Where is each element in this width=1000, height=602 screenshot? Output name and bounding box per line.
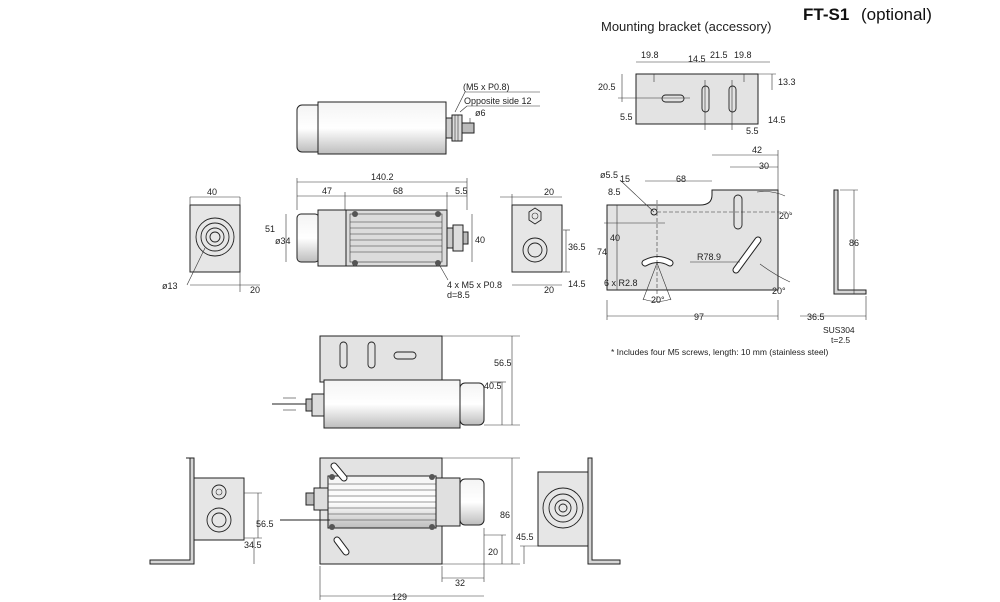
at-565: 56.5 (494, 358, 512, 368)
material-name: SUS304 (823, 325, 855, 335)
bf-15: 15 (620, 174, 630, 184)
thread-label: (M5 x P0.8) (463, 82, 510, 92)
model-title: FT-S1 (803, 5, 849, 24)
bf-85: 8.5 (608, 187, 621, 197)
end-width-40: 40 (207, 187, 217, 197)
bracket-side-view: 86 36.5 SUS304 t=2.5 (800, 189, 867, 345)
bf-holes: 6 x R2.8 (604, 278, 638, 288)
ar-455: 45.5 (516, 532, 534, 542)
bt-198b: 19.8 (734, 50, 752, 60)
bt-145: 14.5 (688, 54, 706, 64)
sensor-top-view: (M5 x P0.8) Opposite side 12 ø6 (296, 82, 540, 155)
bf-r789: R78.9 (697, 252, 721, 262)
bf-a20a: 20° (779, 211, 793, 221)
holes-line2: d=8.5 (447, 290, 470, 300)
side-20a: 20 (544, 187, 554, 197)
bracket-header: Mounting bracket (accessory) (601, 19, 772, 34)
bf-55: ø5.5 (600, 170, 618, 180)
assembly-left-view: 56.5 34.5 (149, 457, 274, 565)
sensor-length-140: 140.2 (371, 172, 394, 182)
bf-a20c: 20° (651, 295, 665, 305)
bf-42: 42 (752, 145, 762, 155)
bf-a20b: 20° (772, 286, 786, 296)
bt-215: 21.5 (710, 50, 728, 60)
side-365: 36.5 (568, 242, 586, 252)
bf-40: 40 (610, 233, 620, 243)
bracket-note: * Includes four M5 screws, length: 10 mm… (611, 347, 828, 357)
holes-line1: 4 x M5 x P0.8 (447, 280, 502, 290)
assembly-right-view: 45.5 (516, 457, 621, 565)
sensor-d55: 5.5 (455, 186, 468, 196)
assembly-front-view: 86 20 32 129 (280, 457, 520, 602)
material-thickness: t=2.5 (831, 335, 850, 345)
bs-365: 36.5 (807, 312, 825, 322)
at-405: 40.5 (484, 381, 502, 391)
bt-133: 13.3 (778, 77, 796, 87)
end-dia-13: ø13 (162, 281, 178, 291)
sensor-d68: 68 (393, 186, 403, 196)
bf-97: 97 (694, 312, 704, 322)
sensor-side-view: 20 36.5 14.5 20 (500, 187, 586, 295)
bt-145r: 14.5 (768, 115, 786, 125)
af-86: 86 (500, 510, 510, 520)
af-129: 129 (392, 592, 407, 602)
sensor-front-view: 140.2 47 68 5.5 51 ø34 40 4 x M5 x P0.8 … (265, 172, 502, 300)
af-32: 32 (455, 578, 465, 588)
side-145: 14.5 (568, 279, 586, 289)
cable-dia-label: ø6 (475, 108, 486, 118)
end-20: 20 (250, 285, 260, 295)
assembly-top-view: 56.5 40.5 (272, 335, 520, 429)
bf-68: 68 (676, 174, 686, 184)
sensor-d47: 47 (322, 186, 332, 196)
sensor-end-view: 40 ø13 20 (162, 187, 260, 295)
model-title-suffix: (optional) (861, 5, 932, 24)
opposite-side-label: Opposite side 12 (464, 96, 532, 106)
bt-198a: 19.8 (641, 50, 659, 60)
bracket-front-view: 42 30 ø5.5 15 68 8.5 20° 40 74 R78.9 20°… (597, 145, 793, 322)
bt-205: 20.5 (598, 82, 616, 92)
bracket-top-view: 19.8 14.5 21.5 19.8 20.5 5.5 13.3 14.5 5… (598, 50, 796, 136)
bs-86: 86 (849, 238, 859, 248)
sensor-d34: ø34 (275, 236, 291, 246)
al-565: 56.5 (256, 519, 274, 529)
al-345: 34.5 (244, 540, 262, 550)
side-20b: 20 (544, 285, 554, 295)
bf-30: 30 (759, 161, 769, 171)
bt-55r: 5.5 (746, 126, 759, 136)
sensor-d51: 51 (265, 224, 275, 234)
af-20: 20 (488, 547, 498, 557)
sensor-d40: 40 (475, 235, 485, 245)
bt-55l: 5.5 (620, 112, 633, 122)
bf-74: 74 (597, 247, 607, 257)
